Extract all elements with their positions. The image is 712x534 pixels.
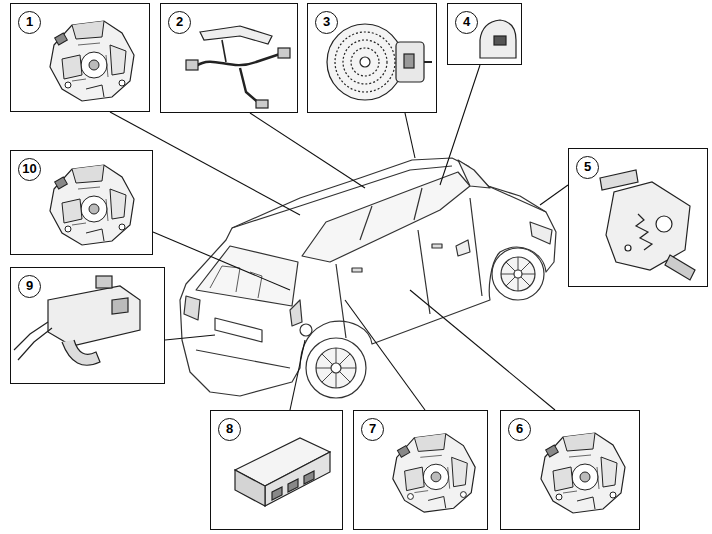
siren-unit-part <box>424 61 432 63</box>
car-illustration-part <box>300 324 312 336</box>
car-illustration-part <box>196 246 298 306</box>
sensor-cap <box>480 20 516 58</box>
siren-unit-part <box>404 54 414 68</box>
tailgate-latch-part <box>112 298 128 314</box>
leader-lines-part <box>290 340 305 410</box>
callout-number: 7 <box>361 418 384 441</box>
callout-number: 8 <box>218 418 241 441</box>
wire-harness-part <box>186 60 198 70</box>
car-illustration-part <box>458 160 490 188</box>
hood-latch-part <box>600 170 638 190</box>
siren-unit <box>327 24 432 100</box>
car-illustration-part <box>501 257 535 291</box>
leader-lines-part <box>153 232 290 290</box>
callout-number: 10 <box>18 158 41 181</box>
leader-lines-part <box>405 113 415 158</box>
car-illustration-part <box>488 186 546 212</box>
car-illustration-part <box>290 300 302 326</box>
leader-lines-part <box>540 185 568 205</box>
tailgate-latch-part <box>48 286 140 346</box>
callout-box: 7 <box>353 410 488 530</box>
door-lock <box>393 434 475 512</box>
callout-number: 5 <box>576 156 599 179</box>
car-illustration-part <box>530 222 552 244</box>
car-illustration-part <box>360 188 422 240</box>
control-module-part <box>265 452 330 506</box>
wire-harness-part <box>196 54 280 66</box>
callout-number: 4 <box>455 11 478 34</box>
wire-harness <box>186 26 290 108</box>
door-lock <box>50 165 134 245</box>
hood-latch-part <box>665 255 695 280</box>
siren-unit-part <box>351 48 379 76</box>
car-illustration-part <box>184 296 200 320</box>
tailgate-latch-part <box>62 340 100 365</box>
sensor-cap-part <box>494 36 506 45</box>
control-module-part <box>272 471 314 500</box>
callout-box: 9 <box>10 267 165 384</box>
hood-latch-part <box>656 216 672 232</box>
leader-lines-part <box>440 65 480 185</box>
leader-lines-part <box>345 300 425 410</box>
car-illustration-part <box>492 248 544 300</box>
wire-harness-part <box>200 26 272 44</box>
callout-number: 6 <box>508 418 531 441</box>
wire-harness-part <box>240 68 260 104</box>
wire-harness-part <box>278 48 290 58</box>
car-illustration-part <box>180 158 556 396</box>
leader-lines-part <box>250 113 365 188</box>
car-illustration-part <box>352 268 362 272</box>
callout-box: 6 <box>500 410 640 530</box>
door-lock <box>50 21 134 101</box>
hood-latch-part <box>625 245 631 251</box>
siren-unit-part <box>360 57 370 67</box>
car-illustration-part <box>196 350 290 368</box>
wire-harness-part <box>222 40 226 62</box>
tailgate-latch-part <box>14 322 52 360</box>
callout-number: 9 <box>18 275 41 298</box>
hood-latch-part <box>636 214 652 250</box>
car-illustration-part <box>210 266 262 298</box>
leader-lines-part <box>410 290 555 410</box>
car-illustration-part <box>432 244 442 248</box>
car-illustration-part <box>306 338 366 398</box>
callout-box: 1 <box>10 3 150 112</box>
leader-lines-part <box>165 335 215 340</box>
hood-latch-part <box>606 182 690 270</box>
callout-box: 10 <box>10 150 153 255</box>
car-illustration-part <box>501 257 535 291</box>
siren-unit-part <box>396 42 424 82</box>
door-lock <box>541 433 625 513</box>
car-illustration-part <box>302 172 470 262</box>
siren-unit-part <box>335 32 395 92</box>
siren-unit-part <box>327 24 403 100</box>
control-module <box>235 438 330 506</box>
car-illustration <box>180 158 556 398</box>
car-illustration-part <box>331 363 341 373</box>
callout-number: 1 <box>18 11 41 34</box>
control-module-part <box>235 470 265 506</box>
callout-box: 2 <box>160 3 298 113</box>
wire-harness-part <box>256 100 268 108</box>
tailgate-latch <box>14 276 140 365</box>
callout-box: 8 <box>210 410 343 530</box>
callout-box: 3 <box>307 3 437 113</box>
car-illustration-part <box>456 240 470 256</box>
car-illustration-part <box>215 318 262 342</box>
car-illustration-part <box>316 348 356 388</box>
tailgate-latch-part <box>96 276 112 288</box>
siren-unit-part <box>343 40 387 84</box>
car-illustration-part <box>316 348 356 388</box>
callout-box: 5 <box>568 148 708 287</box>
hood-latch <box>600 170 695 280</box>
callout-box: 4 <box>447 3 522 65</box>
callout-number: 3 <box>315 11 338 34</box>
leader-lines <box>110 65 568 410</box>
callout-number: 2 <box>168 11 191 34</box>
car-illustration-part <box>514 270 522 278</box>
sensor-cap-part <box>480 20 516 58</box>
